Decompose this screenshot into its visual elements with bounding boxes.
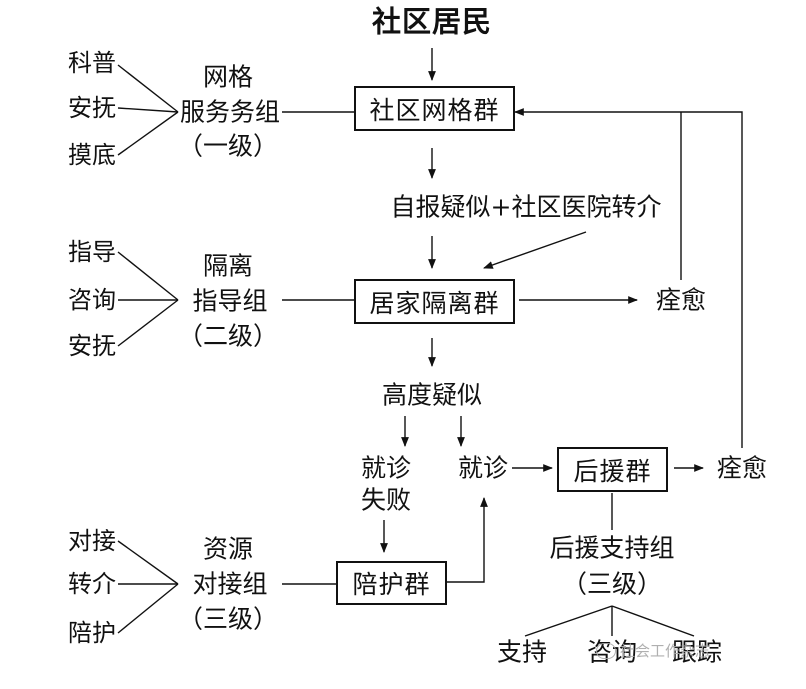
grid-team-line2: 服务务组 <box>179 97 281 127</box>
home-isolation-group-box: 居家隔离群 <box>354 279 515 324</box>
arrow-escort-to-visit <box>447 497 488 583</box>
connector-anfu1 <box>117 107 179 113</box>
watermark: 社会工作杂志 <box>596 640 710 661</box>
connector-support-to-genzong <box>611 605 695 637</box>
connector-peihu <box>117 583 179 634</box>
connector-duijie <box>117 540 179 585</box>
iso-item-zhidao: 指导 <box>68 238 116 266</box>
iso-item-zixun: 咨询 <box>68 286 116 314</box>
support-item-zhichi: 支持 <box>496 637 548 667</box>
grid-item-modi: 摸底 <box>68 141 116 169</box>
iso-team-line3: （二级） <box>177 321 279 351</box>
grid-item-anfu: 安抚 <box>68 94 116 122</box>
wechat-logo-icon <box>596 642 616 659</box>
support-item-genzong: 跟踪 <box>671 637 723 667</box>
arrow-cured2-to-grid <box>514 108 743 448</box>
res-team-line2: 对接组 <box>192 569 268 599</box>
highly-suspected-label: 高度疑似 <box>381 380 483 410</box>
support-team-line1: 后援支持组 <box>549 533 675 563</box>
cured-label-2: 痊愈 <box>716 453 768 483</box>
res-team-line3: （三级） <box>177 604 279 634</box>
cured-label-1: 痊愈 <box>655 285 707 315</box>
iso-item-anfu: 安抚 <box>68 332 116 360</box>
iso-team-line1: 隔离 <box>202 251 254 281</box>
community-grid-group-box: 社区网格群 <box>354 86 515 131</box>
connector-zhidao <box>117 251 179 301</box>
res-item-peihu: 陪护 <box>68 619 116 647</box>
escort-group-box: 陪护群 <box>336 561 447 605</box>
iso-team-line2: 指导组 <box>192 286 268 316</box>
res-item-zhuanjie: 转介 <box>68 570 116 598</box>
connector-anfu2 <box>117 299 179 347</box>
res-item-duijie: 对接 <box>68 527 116 555</box>
grid-team-line1: 网格 <box>202 62 254 92</box>
visit-label: 就诊 <box>457 453 509 483</box>
backup-group-box: 后援群 <box>557 447 668 492</box>
diagram-title: 社区居民 <box>371 4 493 39</box>
grid-item-kepu: 科普 <box>68 49 116 77</box>
visit-failed-line2: 失败 <box>360 485 412 515</box>
grid-team-line3: （一级） <box>177 131 279 161</box>
watermark-text: 社会工作杂志 <box>620 642 711 660</box>
connector-kepu <box>117 64 179 113</box>
res-team-line1: 资源 <box>202 534 254 564</box>
self-report-label: 自报疑似+社区医院转介 <box>390 192 662 222</box>
visit-failed-line1: 就诊 <box>360 453 412 483</box>
connector-modi <box>117 111 179 156</box>
support-team-line2: （三级） <box>561 569 663 599</box>
arrow-referral-diagonal <box>483 231 587 269</box>
connector-support-to-zhichi <box>524 605 613 637</box>
